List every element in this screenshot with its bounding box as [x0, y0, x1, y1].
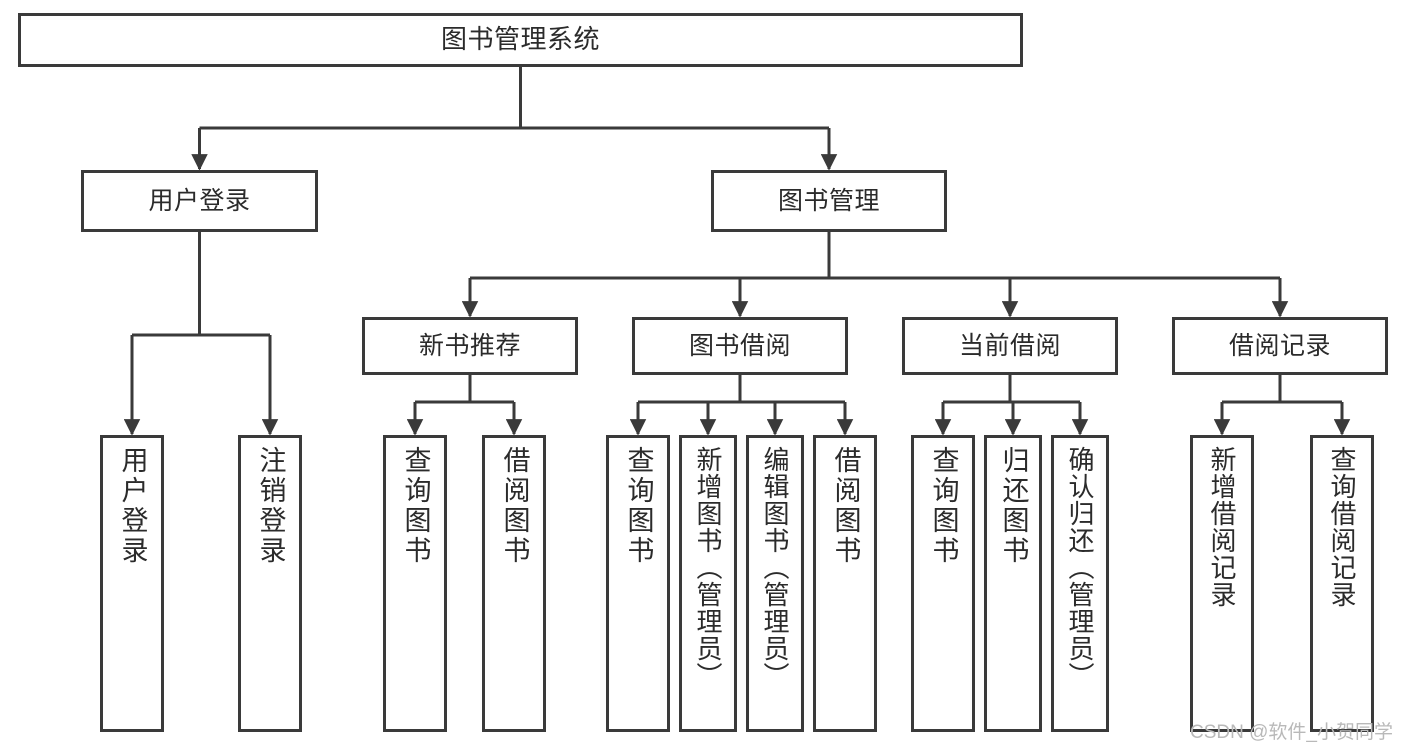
- node-label: 新书推荐: [418, 331, 521, 360]
- node-leaf-user-logout[interactable]: 注销登录: [238, 435, 302, 732]
- node-leaf-bk-add[interactable]: 新增图书（管理员）: [679, 435, 737, 732]
- node-label: 查询图书: [400, 446, 431, 566]
- node-record[interactable]: 借阅记录: [1172, 317, 1388, 375]
- node-label: 注销登录: [255, 446, 286, 566]
- node-label: 用户登录: [117, 446, 148, 566]
- node-leaf-rec-add[interactable]: 新增借阅记录: [1190, 435, 1254, 732]
- node-label: 图书管理: [777, 186, 880, 215]
- node-label: 编辑图书（管理员）: [760, 446, 790, 689]
- node-bookmgmt[interactable]: 图书管理: [711, 170, 947, 232]
- node-newbook[interactable]: 新书推荐: [362, 317, 578, 375]
- node-label: 用户登录: [148, 186, 251, 215]
- node-borrow[interactable]: 图书借阅: [632, 317, 848, 375]
- node-label: 查询图书: [928, 446, 959, 566]
- node-leaf-user-login[interactable]: 用户登录: [100, 435, 164, 732]
- node-label: 新增图书（管理员）: [693, 446, 723, 689]
- node-leaf-bk-query[interactable]: 查询图书: [606, 435, 670, 732]
- node-label: 新增借阅记录: [1207, 446, 1237, 608]
- node-leaf-rec-query[interactable]: 查询借阅记录: [1310, 435, 1374, 732]
- node-root[interactable]: 图书管理系统: [18, 13, 1023, 67]
- node-leaf-bk-borrow[interactable]: 借阅图书: [813, 435, 877, 732]
- node-label: 图书借阅: [688, 331, 791, 360]
- node-label: 借阅记录: [1228, 331, 1331, 360]
- node-label: 借阅图书: [830, 446, 861, 566]
- node-login[interactable]: 用户登录: [81, 170, 318, 232]
- node-label: 归还图书: [998, 446, 1029, 566]
- node-leaf-cur-return[interactable]: 归还图书: [984, 435, 1042, 732]
- node-label: 借阅图书: [499, 446, 530, 566]
- watermark: CSDN @软件_小贺同学: [1190, 722, 1393, 743]
- node-label: 当前借阅: [958, 331, 1061, 360]
- node-label: 查询图书: [623, 446, 654, 566]
- node-leaf-bk-edit[interactable]: 编辑图书（管理员）: [746, 435, 804, 732]
- node-label: 图书管理系统: [440, 24, 600, 55]
- node-leaf-nb-borrow[interactable]: 借阅图书: [482, 435, 546, 732]
- node-leaf-cur-query[interactable]: 查询图书: [911, 435, 975, 732]
- node-label: 查询借阅记录: [1327, 446, 1357, 608]
- node-leaf-nb-query[interactable]: 查询图书: [383, 435, 447, 732]
- node-label: 确认归还（管理员）: [1065, 446, 1095, 689]
- node-leaf-cur-confirm[interactable]: 确认归还（管理员）: [1051, 435, 1109, 732]
- node-current[interactable]: 当前借阅: [902, 317, 1118, 375]
